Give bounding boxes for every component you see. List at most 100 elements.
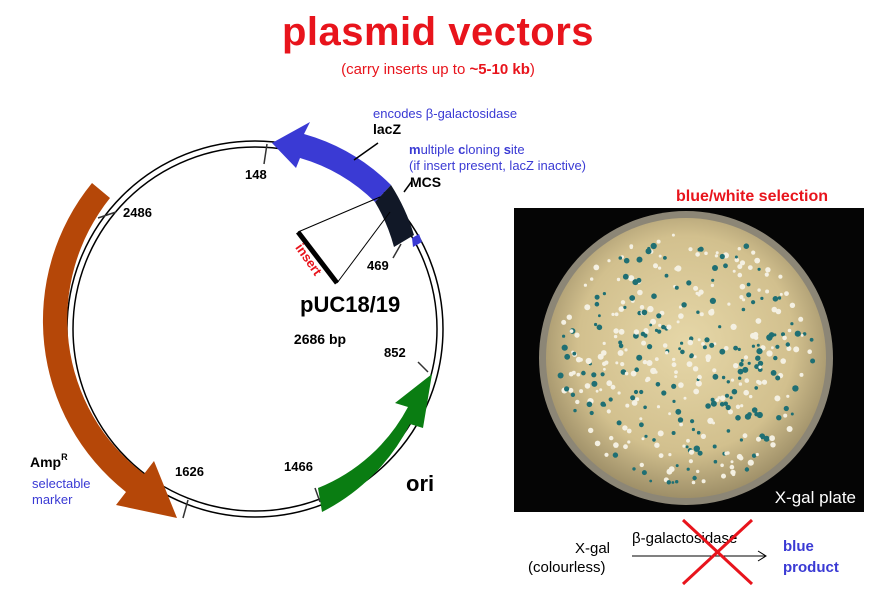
blue-colony — [759, 433, 766, 440]
white-colony — [765, 267, 771, 273]
blue-colony — [712, 444, 717, 449]
blue-colony — [740, 359, 744, 362]
white-colony — [758, 365, 762, 369]
blue-colony — [696, 430, 701, 435]
reaction-substrate-note: (colourless) — [528, 559, 606, 576]
white-colony — [593, 264, 600, 271]
white-colony — [654, 357, 659, 361]
white-colony — [658, 323, 662, 327]
white-colony — [780, 358, 786, 364]
blue-colony — [757, 360, 764, 367]
white-colony — [730, 469, 736, 476]
blue-colony — [671, 481, 675, 484]
blue-colony — [608, 397, 613, 402]
white-colony — [688, 247, 693, 252]
white-colony — [701, 479, 706, 484]
white-colony — [611, 312, 615, 316]
blue-colony — [649, 323, 653, 327]
white-colony — [727, 409, 733, 415]
blue-colony — [739, 438, 743, 442]
white-colony — [701, 342, 705, 346]
white-colony — [747, 459, 754, 466]
white-colony — [613, 442, 619, 448]
blue-colony — [690, 419, 695, 424]
blue-colony — [710, 400, 717, 407]
white-colony — [721, 473, 726, 479]
position-2486: 2486 — [123, 205, 152, 220]
ampr-arrow — [42, 183, 177, 518]
blue-colony — [719, 253, 725, 260]
white-colony — [566, 314, 572, 320]
white-colony — [724, 451, 728, 456]
white-colony — [786, 426, 793, 432]
white-colony — [653, 263, 658, 269]
blue-colony — [655, 382, 661, 387]
blue-colony — [591, 380, 598, 387]
blue-colony — [754, 386, 758, 390]
white-colony — [747, 265, 753, 270]
white-colony — [705, 354, 712, 361]
blue-colony — [751, 300, 756, 305]
blue-colony — [710, 397, 715, 402]
blue-colony — [790, 412, 794, 416]
white-colony — [617, 391, 621, 395]
white-colony — [738, 382, 743, 386]
white-colony — [800, 334, 804, 337]
white-colony — [695, 380, 702, 387]
white-colony — [755, 318, 762, 324]
blue-colony — [589, 410, 594, 416]
blue-colony — [636, 256, 643, 263]
white-colony — [739, 283, 746, 290]
white-colony — [665, 351, 669, 355]
white-colony — [635, 397, 640, 402]
white-colony — [583, 283, 587, 287]
white-colony — [698, 289, 704, 295]
blue-colony — [633, 389, 639, 395]
white-colony — [715, 398, 720, 402]
ampr-description-line1: selectable — [32, 476, 91, 491]
blue-colony — [680, 341, 684, 345]
subtitle-prefix: (carry inserts up to — [341, 61, 470, 78]
tick-1626 — [182, 499, 189, 519]
blue-colony — [644, 434, 648, 438]
blue-colony — [641, 309, 648, 316]
blue-colony — [792, 385, 799, 392]
white-colony — [730, 378, 735, 382]
blue-colony — [751, 453, 757, 458]
petri-dish-agar — [546, 218, 826, 498]
white-colony — [603, 367, 606, 371]
white-colony — [584, 383, 591, 389]
white-colony — [569, 329, 574, 333]
blue-colony — [591, 372, 597, 378]
white-colony — [575, 399, 580, 405]
white-colony — [657, 430, 664, 437]
white-colony — [755, 452, 759, 457]
blue-colony — [747, 412, 752, 417]
white-colony — [686, 438, 690, 443]
photo-caption: X-gal plate — [774, 488, 856, 507]
white-colony — [774, 395, 781, 402]
blue-colony — [594, 294, 600, 300]
white-colony — [628, 275, 635, 282]
blue-colony — [639, 422, 644, 428]
white-colony — [742, 298, 746, 302]
blue-colony — [775, 375, 781, 381]
blue-colony — [734, 255, 738, 259]
blue-colony — [747, 361, 751, 365]
white-colony — [633, 329, 640, 335]
white-colony — [585, 357, 592, 365]
blue-colony — [675, 480, 679, 484]
white-colony — [617, 350, 624, 356]
white-colony — [712, 368, 717, 373]
blue-colony — [721, 375, 726, 380]
blue-colony — [741, 307, 746, 312]
blue-colony — [757, 267, 761, 271]
ampr-label: AmpR — [30, 452, 68, 470]
lacz-tail — [412, 234, 422, 247]
blue-colony — [718, 325, 722, 329]
lacz-desc-beta: β — [426, 106, 433, 121]
white-colony — [618, 328, 625, 335]
blue-colony — [713, 459, 718, 464]
white-colony — [757, 288, 761, 292]
white-colony — [756, 436, 761, 442]
